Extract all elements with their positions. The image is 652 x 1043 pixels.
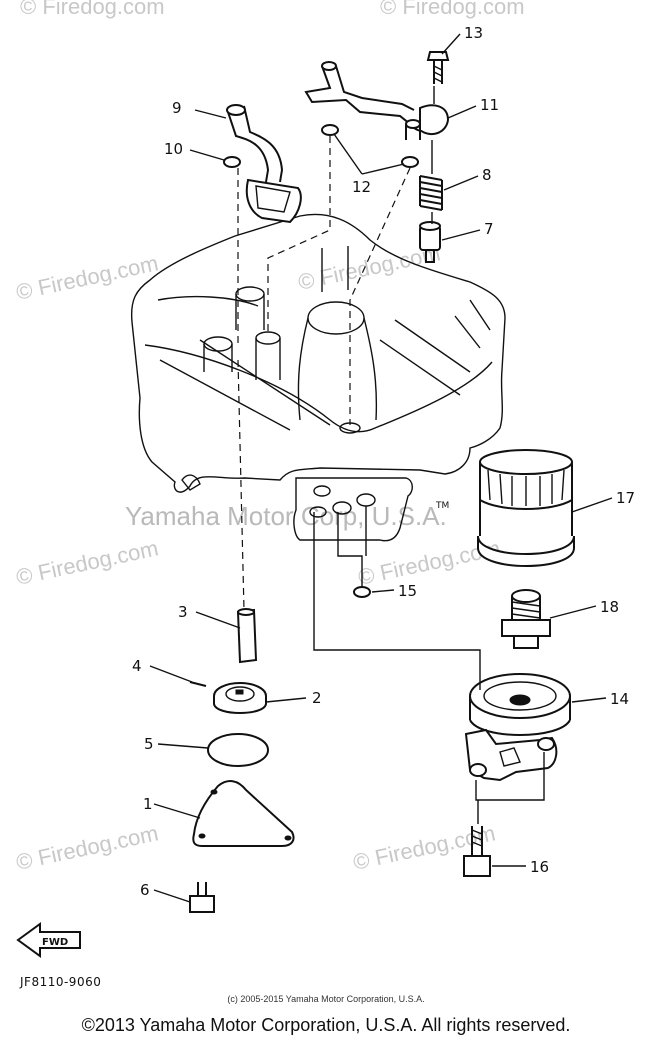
part-2-pump-rotor: [213, 682, 267, 714]
watermark-firedog: © Firedog.com: [14, 250, 161, 305]
part-12-o-ring: [321, 124, 339, 136]
diagram-catalog-number: JF8110-9060: [20, 975, 102, 989]
part-17-oil-filter: [477, 449, 575, 567]
callout-9: 9: [172, 99, 182, 117]
part-16-bolt: [463, 826, 491, 877]
watermark-firedog: © Firedog.com: [14, 820, 161, 875]
small-copyright-notice: (c) 2005-2015 Yamaha Motor Corporation, …: [227, 994, 425, 1004]
part-15-o-ring: [353, 586, 371, 598]
part-7-plunger: [419, 221, 441, 263]
watermark-yamaha: Yamaha Motor Corp, U.S.A.: [125, 501, 447, 531]
fwd-label: FWD: [42, 937, 68, 948]
leader-lines: [149, 33, 613, 903]
part-1-pump-cover: [192, 780, 295, 847]
watermark-firedog: © Firedog.com: [14, 535, 161, 590]
part-13-bolt: [426, 51, 450, 84]
callout-5: 5: [144, 735, 154, 753]
callout-10: 10: [164, 140, 183, 158]
callout-11: 11: [480, 96, 499, 114]
watermark-firedog: © Firedog.com: [380, 0, 525, 19]
part-6-screw: [189, 882, 215, 913]
part-5-o-ring: [207, 733, 269, 767]
forward-direction-indicator: FWD: [16, 922, 81, 958]
watermark-layer: © Firedog.com © Firedog.com © Firedog.co…: [14, 0, 525, 875]
part-8-spring: [419, 175, 443, 211]
oil-pan-housing: [130, 213, 506, 542]
part-9-oil-strainer: [226, 104, 302, 224]
callout-16: 16: [530, 858, 549, 876]
callout-15: 15: [398, 582, 417, 600]
callout-7: 7: [484, 220, 494, 238]
part-3-pump-shaft: [236, 608, 258, 664]
callout-labels: 1 2 3 4 5 6 7 8 9 10 11 12 13 14 15 16 1…: [132, 24, 635, 899]
callout-3: 3: [178, 603, 188, 621]
callout-14: 14: [610, 690, 629, 708]
watermark-firedog: © Firedog.com: [20, 0, 165, 19]
callout-1: 1: [143, 795, 153, 813]
callout-2: 2: [312, 689, 322, 707]
callout-6: 6: [140, 881, 150, 899]
footer-copyright-notice: ©2013 Yamaha Motor Corporation, U.S.A. A…: [81, 1015, 571, 1035]
trademark-mark: TM: [435, 501, 449, 511]
callout-13: 13: [464, 24, 483, 42]
callout-12: 12: [352, 178, 371, 196]
callout-8: 8: [482, 166, 492, 184]
callout-17: 17: [616, 489, 635, 507]
part-11-relief-valve: [304, 61, 450, 140]
part-4-pin: [189, 681, 207, 687]
callout-18: 18: [600, 598, 619, 616]
part-18-union-bolt: [501, 589, 551, 649]
part-14-filter-housing: [464, 673, 571, 782]
alignment-lines: [237, 86, 545, 824]
part-10-o-ring: [223, 156, 241, 168]
callout-4: 4: [132, 657, 142, 675]
part-12-o-ring: [401, 156, 419, 168]
